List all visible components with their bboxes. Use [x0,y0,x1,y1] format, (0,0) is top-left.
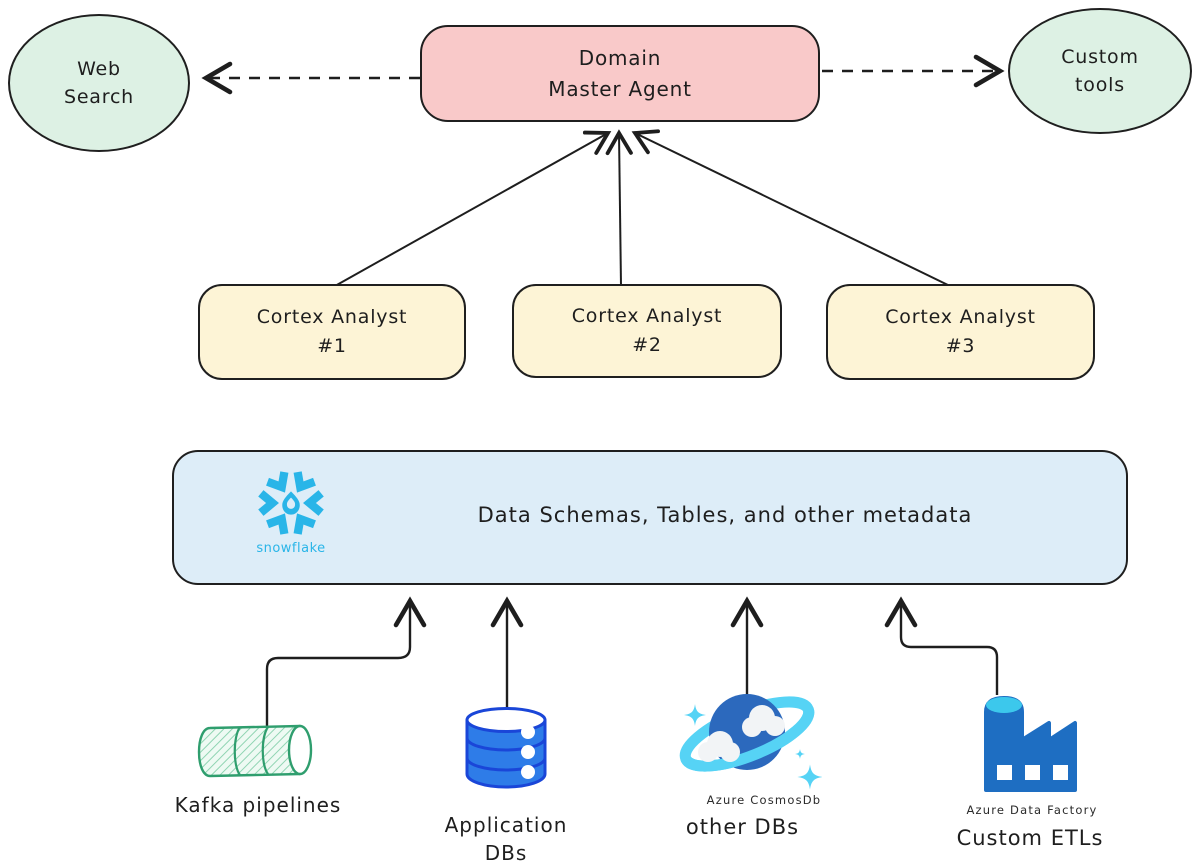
sparkle-stars [684,704,822,790]
arrow-analyst1-to-master [334,130,612,287]
application-dbs-label-line2: DBs [484,841,528,865]
analyst-3-label-line1: Cortex Analyst [885,305,1036,328]
azure-data-factory-caption: Azure Data Factory [966,803,1098,817]
cortex-analyst-2-node: Cortex Analyst #2 [512,284,782,378]
analyst-1-label-line1: Cortex Analyst [256,305,408,328]
custom-tools-label-line2: tools [1075,74,1125,96]
arrow-analyst2-to-master [605,129,633,287]
analyst-3-label-line2: #3 [945,335,976,357]
kafka-pipe-icon [197,724,313,778]
web-search-label-line2: Search [63,86,135,108]
custom-tools-node: Custom tools [1008,8,1192,134]
analyst-2-label-line1: Cortex Analyst [571,304,723,327]
azure-cosmosdb-caption: Azure CosmosDb [706,793,822,807]
cortex-analyst-3-node: Cortex Analyst #3 [826,284,1095,380]
application-dbs-label-line1: Application [444,813,568,837]
metadata-bar-label: Data Schemas, Tables, and other metadata [477,503,973,527]
azure-cosmosdb-icon [679,694,822,790]
custom-etls-label: Custom ETLs [956,826,1104,850]
snowflake-caption: snowflake [256,541,326,556]
analyst-2-label-line2: #2 [632,334,662,356]
custom-tools-label-line1: Custom [1061,45,1139,68]
arrow-analyst3-to-master [631,129,951,287]
application-dbs-label: Application DBs [436,811,576,867]
azure-data-factory-icon [984,696,1077,792]
metadata-bar-node [172,450,1128,585]
analyst-1-label-line2: #1 [317,335,347,357]
web-search-node: Web Search [8,14,190,152]
snowflake-logo-icon [258,471,324,535]
web-search-label-line1: Web [77,57,121,80]
master-agent-label-line1: Domain [578,45,662,70]
arrow-kafka-to-metadata [265,596,427,734]
cortex-analyst-1-node: Cortex Analyst #1 [198,284,466,380]
master-agent-label-line2: Master Agent [548,76,692,101]
other-dbs-label: other DBs [685,815,800,839]
kafka-pipelines-label: Kafka pipelines [174,793,342,817]
domain-master-agent-node: Domain Master Agent [420,25,820,122]
arrow-etls-to-metadata [884,596,999,695]
application-dbs-icon [465,707,547,789]
